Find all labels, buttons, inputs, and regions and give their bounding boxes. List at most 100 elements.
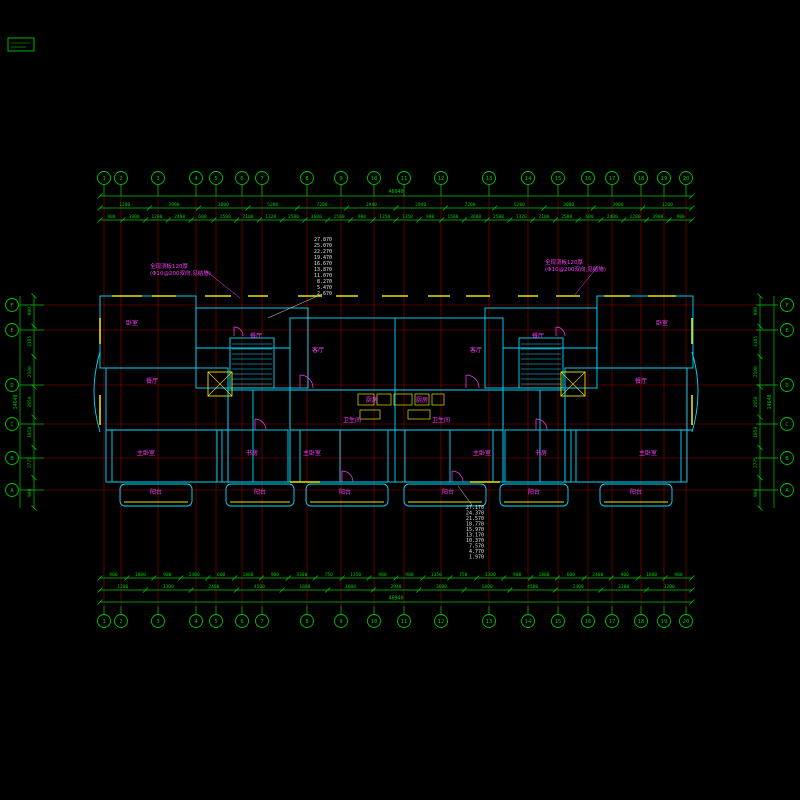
fixture [431, 393, 445, 406]
dim-tick [757, 444, 763, 451]
grid-bubble-top [434, 171, 448, 185]
dim-text: 2100 [242, 214, 253, 220]
dim-text: 3900 [129, 214, 140, 220]
grid-bubble-top [397, 171, 411, 185]
grid-bubble-left-label: E [10, 328, 13, 334]
grid-bubble-top [255, 171, 269, 185]
dim-tick [689, 587, 695, 593]
grid-bubble-left-label: A [10, 488, 14, 494]
dim-text: 1200 [630, 214, 641, 220]
door-arc [451, 470, 464, 483]
dim-tick [590, 205, 597, 211]
grid-bubble-left [5, 417, 19, 431]
wall [99, 295, 197, 369]
door-arc [555, 326, 566, 337]
dim-text: 4500 [254, 584, 265, 590]
grid-bubble-top-label: 14 [525, 176, 532, 182]
grid-bubble-top [605, 171, 619, 185]
dim-tick [689, 205, 695, 211]
wall [518, 337, 564, 389]
dim-text: 3900 [612, 202, 623, 208]
dim-text: 900 [621, 572, 630, 578]
dim-text: 1350 [431, 572, 442, 578]
grid-bubble-top-label: 4 [194, 176, 198, 182]
dim-text: 1320 [516, 214, 527, 220]
dim-text: 600 [585, 214, 594, 220]
grid-bubble-top [482, 171, 496, 185]
shaft-diagonal [207, 371, 233, 397]
dim-text: 3300 [618, 584, 629, 590]
dim-tick [195, 205, 202, 211]
dim-tick [581, 575, 588, 581]
grid-bubble-bottom-label: 14 [525, 619, 532, 625]
dim-tick [420, 575, 426, 581]
room-label: 阳台 [442, 488, 454, 496]
wall [575, 429, 682, 483]
dim-tick [279, 217, 285, 223]
grid-bubble-top-label: 18 [638, 176, 645, 182]
dim-text: 7200 [464, 202, 475, 208]
room-label: 餐厅 [532, 332, 544, 340]
dim-text: 900 [513, 572, 522, 578]
dim-text: 2400 [573, 584, 584, 590]
dim-overall-bottom: 46940 [388, 596, 403, 602]
grid-bubble-left [5, 378, 19, 392]
dim-text: 1200 [662, 202, 673, 208]
grid-bubble-top-label: 11 [401, 176, 408, 182]
balcony [599, 483, 673, 507]
dim-tick [507, 587, 513, 593]
grid-bubble-left [5, 451, 19, 465]
dim-tick [461, 587, 468, 593]
dim-tick [233, 217, 240, 223]
dim-text: 3600 [436, 584, 447, 590]
elevation-upper: 2.670 [317, 291, 332, 297]
room-label: 书房 [535, 449, 547, 457]
grid-bubble-bottom [581, 614, 595, 628]
annotation-leader [573, 265, 599, 297]
dim-text: 3900 [168, 202, 179, 208]
grid-bubble-right-label: E [785, 328, 788, 334]
dim-tick [473, 575, 480, 581]
grid-bubble-right [780, 417, 794, 431]
dim-text: 2580 [288, 214, 299, 220]
grid-bubble-top-label: 5 [214, 176, 217, 182]
grid-bubble-top [235, 171, 249, 185]
elevation-upper: 13.870 [314, 267, 332, 273]
grid-bubble-top [114, 171, 128, 185]
wall [229, 337, 275, 389]
grid-bubble-right-label: A [785, 488, 789, 494]
dim-tick [757, 384, 763, 390]
elevation-lower: 10.370 [466, 538, 484, 544]
elevation-leader [267, 293, 323, 319]
dim-text: 2400 [208, 584, 219, 590]
room-label: 卫生间 [343, 416, 361, 424]
grid-bubble-bottom-label: 17 [609, 619, 616, 625]
dim-text: 2100 [753, 366, 759, 377]
annotation-leader [205, 270, 241, 299]
dim-text: 1800 [538, 572, 549, 578]
dim-tick [666, 217, 673, 223]
dim-tick [491, 205, 498, 211]
dim-text: 2400 [189, 572, 200, 578]
grid-bubble-bottom [397, 614, 411, 628]
grid-bubble-bottom-label: 7 [260, 619, 263, 625]
balcony [119, 483, 193, 507]
dim-text: 600 [198, 214, 207, 220]
dim-text: 900 [405, 572, 414, 578]
dim-text: 2940 [366, 202, 377, 208]
elevation-upper: 25.070 [314, 243, 332, 249]
dim-tick [438, 217, 445, 223]
dim-tick [554, 575, 561, 581]
wall [289, 389, 504, 483]
grid-bubble-top [679, 171, 693, 185]
grid-bubble-left [5, 323, 19, 337]
grid-bubble-bottom [255, 614, 269, 628]
room-label: 阳台 [150, 488, 162, 496]
dim-text: 900 [27, 307, 33, 316]
dim-tick [211, 217, 217, 223]
grid-bubble-top-label: 19 [661, 176, 668, 182]
grid-bubble-top [581, 171, 595, 185]
elevation-lower: 13.170 [466, 533, 484, 539]
room-label: 卧室 [126, 319, 138, 327]
